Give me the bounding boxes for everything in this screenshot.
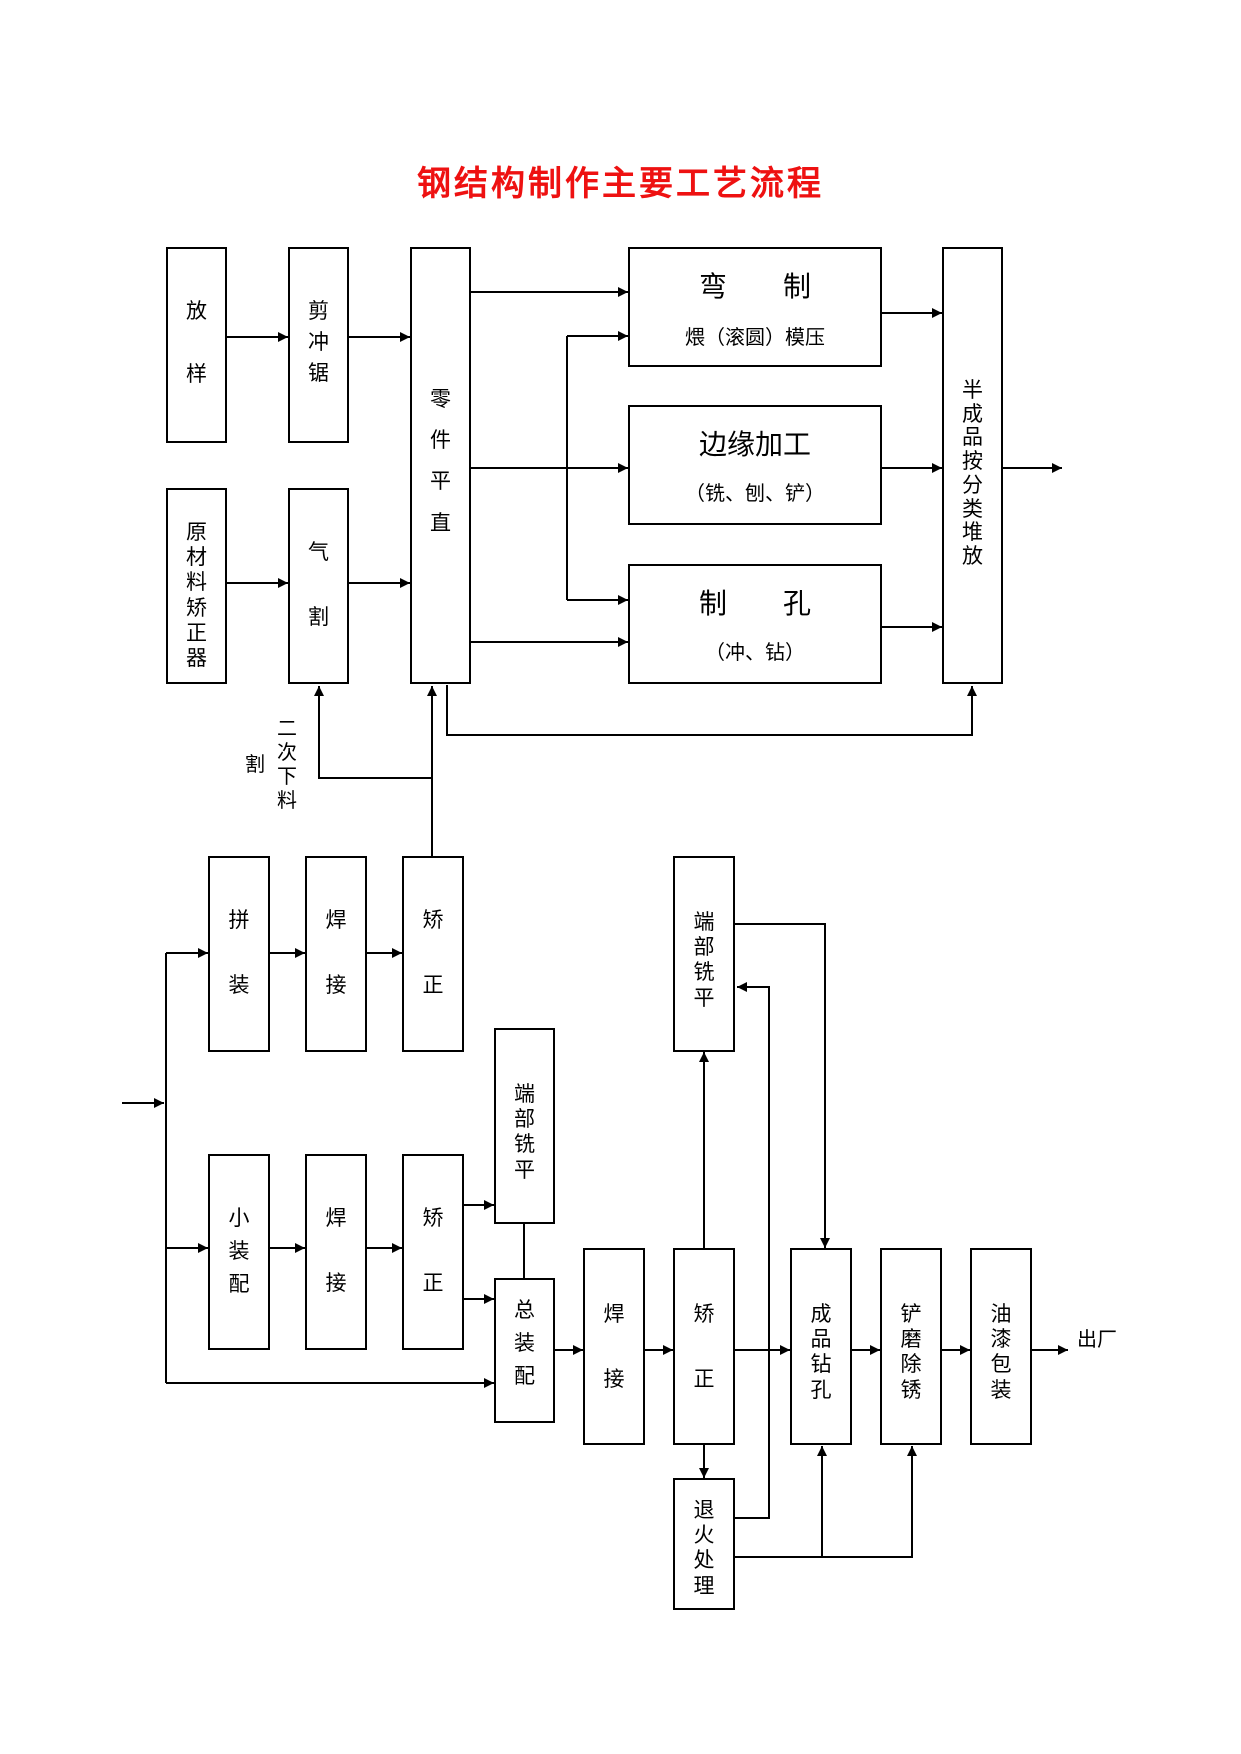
step-jiaozheng-mid: 矫正 <box>402 1154 464 1350</box>
step-subtitle: 煨（滚圆）模压 <box>685 325 825 349</box>
page-title: 钢结构制作主要工艺流程 <box>417 164 824 204</box>
step-pinzhuang: 拼装 <box>208 856 270 1052</box>
arrow-tuihuo-to-chanmo <box>822 1446 917 1558</box>
step-jiaozheng-top: 矫正 <box>402 856 464 1052</box>
arrow-lingjian-bypass-to-banchengpin <box>446 685 977 736</box>
step-jianchongju: 剪冲锯 <box>288 247 349 443</box>
step-xiaozhuangpei: 小装配 <box>208 1154 270 1350</box>
step-title: 边缘加工 <box>698 428 811 461</box>
step-label: 气割 <box>308 540 329 630</box>
step-fangyang: 放样 <box>166 247 227 443</box>
step-zhikong: 制 孔 （冲、钻） <box>628 564 882 684</box>
step-label: 拼装 <box>228 908 250 998</box>
arrow-duanbu-to-chengpin <box>735 923 830 1248</box>
step-label: 剪冲锯 <box>308 299 329 386</box>
step-label: 退火处理 <box>693 1498 715 1598</box>
step-youqi: 油漆包装 <box>970 1248 1032 1445</box>
arrow-return-to-qige <box>314 686 432 779</box>
step-label: 焊接 <box>325 908 347 998</box>
step-label: 成品钻孔 <box>810 1302 832 1402</box>
step-tuihuo: 退火处理 <box>673 1478 735 1610</box>
step-hanjie-top: 焊接 <box>305 856 367 1052</box>
step-hanjie-mid: 焊接 <box>305 1154 367 1350</box>
step-label: 焊接 <box>603 1302 625 1392</box>
step-title: 制 孔 <box>698 587 811 620</box>
step-label: 零件平直 <box>430 387 451 535</box>
step-label: 矫正 <box>422 1206 444 1296</box>
step-chanmo: 铲磨除锈 <box>880 1248 942 1445</box>
step-label: 放样 <box>186 299 207 387</box>
step-label: 矫正 <box>693 1302 715 1392</box>
step-label: 端部铣平 <box>693 910 715 1010</box>
step-label: 焊接 <box>325 1206 347 1296</box>
step-label: 铲磨除锈 <box>900 1302 922 1402</box>
step-wanzhi: 弯 制 煨（滚圆）模压 <box>628 247 882 367</box>
arrow-tuihuo-to-chengpin <box>735 1446 827 1558</box>
label-ge: 割 <box>245 752 265 776</box>
step-label: 半成品按分类堆放 <box>962 378 983 569</box>
step-label: 矫正 <box>422 908 444 998</box>
step-subtitle: （冲、钻） <box>705 640 805 664</box>
step-hanjie-bottom: 焊接 <box>583 1248 645 1445</box>
step-jiaozheng-bottom: 矫正 <box>673 1248 735 1445</box>
step-qige: 气割 <box>288 488 349 684</box>
step-zongzhuangpei: 总装配 <box>494 1278 555 1423</box>
step-label: 总装配 <box>514 1298 535 1389</box>
step-label: 小装配 <box>228 1206 250 1297</box>
step-title: 弯 制 <box>698 270 811 303</box>
step-lingjian: 零件平直 <box>410 247 471 684</box>
step-yuancailiao: 原材料矫正器 <box>166 488 227 684</box>
step-subtitle: （铣、刨、铲） <box>685 481 825 505</box>
step-label: 原材料矫正器 <box>186 520 207 670</box>
label-chuchang: 出厂 <box>1077 1327 1117 1351</box>
step-duanbu-right: 端部铣平 <box>673 856 735 1052</box>
step-chengpinzuankong: 成品钻孔 <box>790 1248 852 1445</box>
arrow-tuihuo-to-duanbu <box>735 982 770 1519</box>
step-label: 端部铣平 <box>514 1082 535 1182</box>
label-ercixialiao: 二次下料 <box>277 716 297 812</box>
step-label: 油漆包装 <box>990 1302 1012 1402</box>
step-banchengpin: 半成品按分类堆放 <box>942 247 1003 684</box>
step-bianyuan: 边缘加工 （铣、刨、铲） <box>628 405 882 525</box>
step-duanbu-left: 端部铣平 <box>494 1028 555 1224</box>
